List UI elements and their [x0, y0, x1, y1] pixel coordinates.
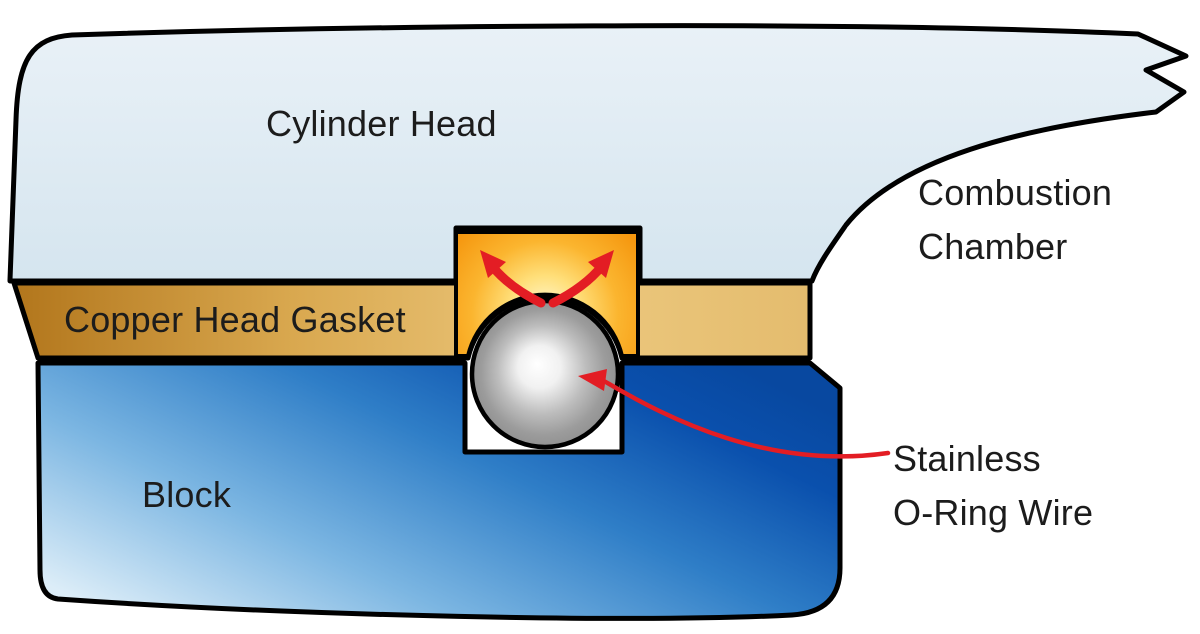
cylinder-head-label: Cylinder Head — [266, 103, 497, 144]
flame-arrow-left-head — [480, 250, 506, 278]
oring-callout-arrow-head — [578, 369, 607, 391]
flame-arrow-right-head — [588, 250, 614, 278]
combustion-chamber-label: Combustion Chamber — [918, 166, 1112, 274]
copper-head-gasket-label: Copper Head Gasket — [64, 299, 406, 340]
cylinder-head-shape — [7, 23, 1189, 284]
stainless-oring-wire-label: Stainless O-Ring Wire — [893, 432, 1093, 540]
combustion-chamber-label-line1: Combustion — [918, 172, 1113, 213]
combustion-chamber-label-line2: Chamber — [918, 226, 1068, 267]
engine-block-shape — [35, 360, 843, 621]
block-label: Block — [142, 474, 232, 515]
stainless-oring-wire-label-line2: O-Ring Wire — [893, 492, 1094, 533]
stainless-oring-wire-label-line1: Stainless — [893, 438, 1041, 479]
oring-callout-arrow-line — [601, 378, 891, 459]
